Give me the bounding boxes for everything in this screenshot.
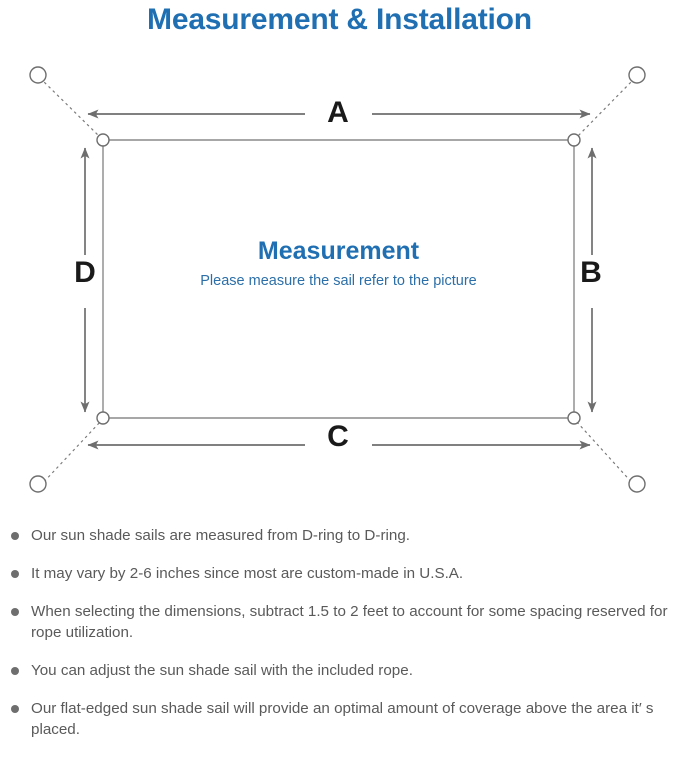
bullet-icon — [11, 705, 19, 713]
measurement-diagram: A C B D Measurement Please measure the s… — [0, 50, 679, 515]
dimension-label-d: D — [74, 256, 96, 289]
sail-center-text: Measurement Please measure the sail refe… — [103, 235, 574, 292]
d-ring-top-right — [567, 133, 581, 147]
note-text: Our flat-edged sun shade sail will provi… — [31, 700, 654, 738]
list-item: When selecting the dimensions, subtract … — [0, 601, 679, 643]
list-item: Our flat-edged sun shade sail will provi… — [0, 698, 679, 740]
rope-bottom-left — [39, 420, 102, 487]
rope-bottom-right — [575, 420, 636, 487]
rope-lines — [39, 77, 636, 487]
sail-title: Measurement — [257, 237, 420, 265]
d-ring-top-left — [96, 133, 110, 147]
anchor-point-bottom-right — [628, 475, 646, 493]
note-text: It may vary by 2-6 inches since most are… — [31, 565, 464, 582]
rope-top-right — [575, 77, 636, 139]
list-item: It may vary by 2-6 inches since most are… — [0, 563, 679, 584]
note-text: When selecting the dimensions, subtract … — [31, 603, 668, 641]
note-text: You can adjust the sun shade sail with t… — [31, 662, 413, 679]
bullet-icon — [11, 608, 19, 616]
page-title: Measurement & Installation — [147, 3, 532, 36]
anchor-point-bottom-left — [29, 475, 47, 493]
list-item: Our sun shade sails are measured from D-… — [0, 525, 679, 546]
diagram-svg — [29, 66, 646, 493]
dimension-label-a: A — [327, 96, 349, 129]
dimension-label-c: C — [327, 420, 349, 453]
d-ring-bottom-right — [567, 411, 581, 425]
note-text: Our sun shade sails are measured from D-… — [31, 527, 410, 544]
bullet-icon — [11, 570, 19, 578]
d-ring-bottom-left — [96, 411, 110, 425]
bullet-icon — [11, 532, 19, 540]
rope-top-left — [39, 77, 102, 139]
notes-list: Our sun shade sails are measured from D-… — [0, 525, 679, 757]
bullet-icon — [11, 667, 19, 675]
page-root: Measurement & Installation — [0, 3, 679, 738]
d-rings — [96, 133, 581, 425]
sail-subtitle: Please measure the sail refer to the pic… — [200, 273, 477, 289]
anchor-point-top-left — [29, 66, 47, 84]
anchor-points — [29, 66, 646, 493]
dimension-label-b: B — [580, 256, 602, 289]
anchor-point-top-right — [628, 66, 646, 84]
sail-rectangle — [102, 139, 575, 419]
list-item: You can adjust the sun shade sail with t… — [0, 660, 679, 681]
